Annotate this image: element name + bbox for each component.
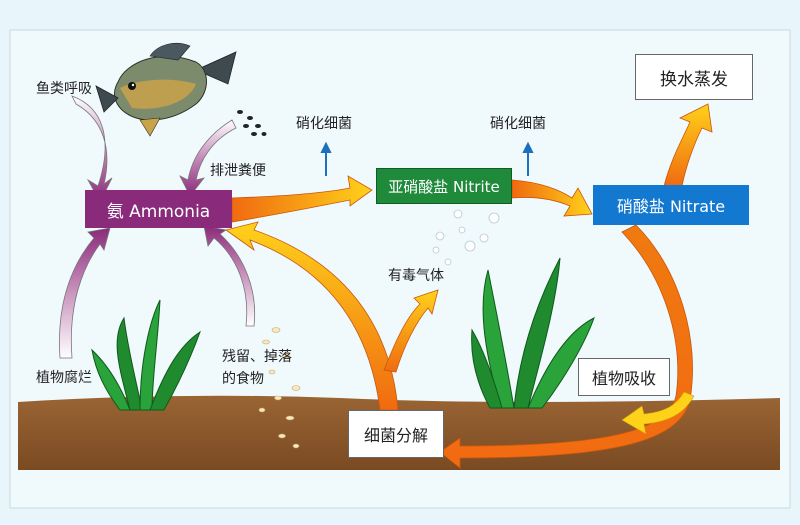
water-change-node: 换水蒸发 <box>635 54 753 100</box>
plant-absorb-node: 植物吸收 <box>578 358 670 396</box>
leftover-food-line-1: 残留、掉落 <box>222 349 292 365</box>
ammonia-node: 氨 Ammonia <box>85 190 232 228</box>
nitrate-to-evaporation-arrow <box>663 103 713 187</box>
plant-left <box>91 299 201 411</box>
plant-right <box>471 257 595 409</box>
ammonia-to-nitrite-arrow <box>231 175 373 223</box>
nitrifying-bacteria-label-1: 硝化细菌 <box>296 116 352 132</box>
nitrite-to-nitrate-arrow <box>511 179 593 217</box>
bacteria-decompose-node: 细菌分解 <box>348 410 444 458</box>
nitrate-node: 硝酸盐 Nitrate <box>593 185 749 225</box>
food-flakes <box>258 327 301 449</box>
bacteria-up-arrow-1 <box>320 141 332 176</box>
nitrite-node: 亚硝酸盐 Nitrite <box>376 168 512 204</box>
food-arrow <box>203 225 256 327</box>
toxic-gas-label: 有毒气体 <box>388 268 444 284</box>
fish-illustration <box>95 43 237 137</box>
decay-arrow <box>59 227 111 359</box>
fish-respiration-label: 鱼类呼吸 <box>36 81 92 97</box>
bacteria-up-arrow-2 <box>522 141 534 176</box>
excretion-arrow <box>179 119 237 197</box>
fish-excretion-label: 排泄粪便 <box>210 163 266 179</box>
plant-absorb-arrow <box>621 391 695 435</box>
toxic-gas-arrow <box>383 289 439 373</box>
fish-droppings <box>237 110 267 136</box>
leftover-food-line-2: 的食物 <box>222 371 264 387</box>
nitrate-to-bacteria-loop-arrow <box>439 224 693 469</box>
gas-bubbles <box>432 209 500 266</box>
bacteria-to-ammonia-arrow <box>225 221 399 411</box>
nitrifying-bacteria-label-2: 硝化细菌 <box>490 116 546 132</box>
leftover-food-label: 残留、掉落 的食物 <box>222 346 292 390</box>
plant-decay-label: 植物腐烂 <box>36 370 92 386</box>
